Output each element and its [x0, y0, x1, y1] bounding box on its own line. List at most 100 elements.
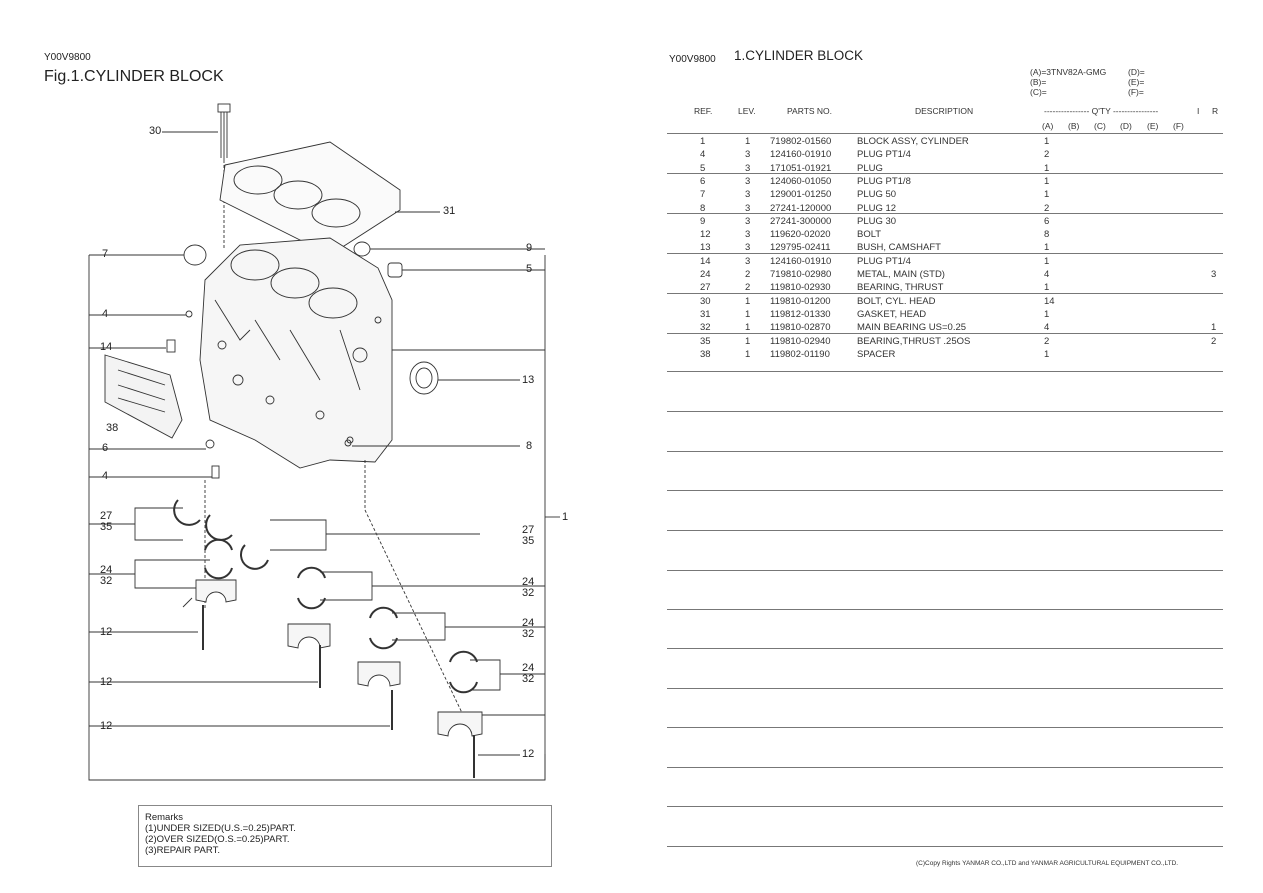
- cell-description: PLUG 12: [857, 202, 897, 214]
- cell-qty-a: 1: [1044, 255, 1050, 267]
- cell-ref: 13: [700, 242, 711, 254]
- callout-4: 4: [102, 470, 109, 482]
- cell-lev: 3: [745, 162, 751, 174]
- model-b: (B)=: [1030, 77, 1047, 87]
- callout-1: 1: [562, 511, 569, 523]
- row-divider: [667, 806, 1223, 807]
- head-bolt-drawing: [217, 103, 231, 160]
- cell-qty-a: 1: [1044, 136, 1050, 147]
- cell-part-no: 27241-120000: [770, 202, 832, 214]
- cell-description: MAIN BEARING US=0.25: [857, 322, 967, 334]
- cell-part-no: 124160-01910: [770, 255, 832, 267]
- row-divider: [667, 133, 1223, 134]
- row-divider: [667, 411, 1223, 412]
- col-header-r: R: [1212, 106, 1219, 116]
- qty-col-c: (C): [1094, 121, 1106, 131]
- cell-description: PLUG 50: [857, 189, 897, 201]
- callout-24: 24: [522, 662, 535, 674]
- col-header-qty: ---------------- Q'TY ----------------: [1044, 106, 1159, 116]
- remark-line: (2)OVER SIZED(O.S.=0.25)PART.: [145, 834, 290, 845]
- row-divider: [667, 767, 1223, 768]
- callout-27: 27: [100, 510, 113, 522]
- cell-description: BOLT: [857, 229, 882, 241]
- callout-24: 24: [522, 576, 535, 588]
- cell-description: PLUG PT1/8: [857, 175, 911, 187]
- cell-lev: 3: [745, 149, 751, 161]
- cell-ref: 31: [700, 308, 711, 320]
- cell-qty-a: 1: [1044, 308, 1050, 320]
- col-header-lev: LEV.: [738, 106, 756, 116]
- row-divider: [667, 530, 1223, 531]
- cell-qty-a: 14: [1044, 295, 1055, 307]
- cell-qty-a: 4: [1044, 269, 1050, 280]
- row-divider: [667, 570, 1223, 571]
- cell-qty-a: 1: [1044, 189, 1050, 201]
- cell-part-no: 719802-01560: [770, 136, 832, 147]
- remarks-box: Remarks (1)UNDER SIZED(U.S.=0.25)PART. (…: [138, 805, 552, 867]
- callout-14: 14: [100, 341, 113, 353]
- cell-lev: 1: [745, 322, 751, 334]
- cell-part-no: 124060-01050: [770, 175, 832, 187]
- cell-ref: 14: [700, 255, 711, 267]
- cell-ref: 7: [700, 189, 706, 201]
- cell-ref: 1: [700, 136, 706, 147]
- callout-24: 24: [522, 617, 535, 629]
- row-divider: [667, 648, 1223, 649]
- cell-qty-a: 1: [1044, 162, 1050, 174]
- cell-ref: 38: [700, 348, 711, 360]
- callout-32: 32: [522, 628, 535, 640]
- callout-30: 30: [149, 125, 162, 137]
- cell-ref: 32: [700, 322, 711, 334]
- cell-description: PLUG PT1/4: [857, 255, 911, 267]
- cell-part-no: 719810-02980: [770, 269, 832, 280]
- cell-description: BEARING, THRUST: [857, 282, 944, 294]
- row-divider: [667, 490, 1223, 491]
- callout-24: 24: [100, 564, 113, 576]
- cell-qty-a: 1: [1044, 348, 1050, 360]
- row-divider: [667, 293, 1223, 294]
- cell-qty-a: 2: [1044, 335, 1050, 347]
- cell-lev: 1: [745, 136, 751, 147]
- remark-line: (3)REPAIR PART.: [145, 845, 220, 856]
- cell-lev: 1: [745, 335, 751, 347]
- cell-part-no: 119620-02020: [770, 229, 831, 241]
- callout-38: 38: [106, 422, 119, 434]
- page-code-right: Y00V9800: [669, 54, 716, 65]
- cell-ref: 5: [700, 162, 706, 174]
- row-divider: [667, 213, 1223, 214]
- qty-col-a: (A): [1042, 121, 1054, 131]
- callout-8: 8: [526, 440, 533, 452]
- cell-ref: 27: [700, 282, 711, 294]
- cell-ref: 30: [700, 295, 711, 307]
- cell-lev: 1: [745, 308, 751, 320]
- callout-27: 27: [522, 524, 535, 536]
- cell-description: BOLT, CYL. HEAD: [857, 295, 936, 307]
- cell-lev: 1: [745, 295, 751, 307]
- cell-lev: 3: [745, 242, 751, 254]
- cell-ref: 9: [700, 215, 706, 227]
- callout-12: 12: [522, 748, 535, 760]
- cell-part-no: 119812-01330: [770, 308, 831, 320]
- cell-ref: 6: [700, 175, 706, 187]
- callout-4: 4: [102, 308, 109, 320]
- cell-qty-a: 4: [1044, 322, 1050, 334]
- row-divider: [667, 333, 1223, 334]
- cell-part-no: 27241-300000: [770, 215, 832, 227]
- cell-ref: 24: [700, 269, 711, 280]
- cell-part-no: 124160-01910: [770, 149, 832, 161]
- cell-description: GASKET, HEAD: [857, 308, 927, 320]
- cell-description: BUSH, CAMSHAFT: [857, 242, 941, 254]
- exploded-diagram: 30 31 7 9 5 4 14 38 13 6 8 4 1 27 35 27 …: [80, 95, 568, 795]
- cell-qty-a: 2: [1044, 149, 1050, 161]
- cell-description: BEARING,THRUST .25OS: [857, 335, 971, 347]
- cell-description: PLUG PT1/4: [857, 149, 911, 161]
- row-divider: [667, 451, 1223, 452]
- cell-lev: 1: [745, 348, 751, 360]
- model-e: (E)=: [1128, 77, 1145, 87]
- callout-32: 32: [100, 575, 113, 587]
- cell-qty-a: 6: [1044, 215, 1050, 227]
- row-divider: [667, 609, 1223, 610]
- cell-part-no: 171051-01921: [770, 162, 832, 174]
- figure-title: Fig.1.CYLINDER BLOCK: [44, 68, 224, 85]
- callout-12: 12: [100, 720, 113, 732]
